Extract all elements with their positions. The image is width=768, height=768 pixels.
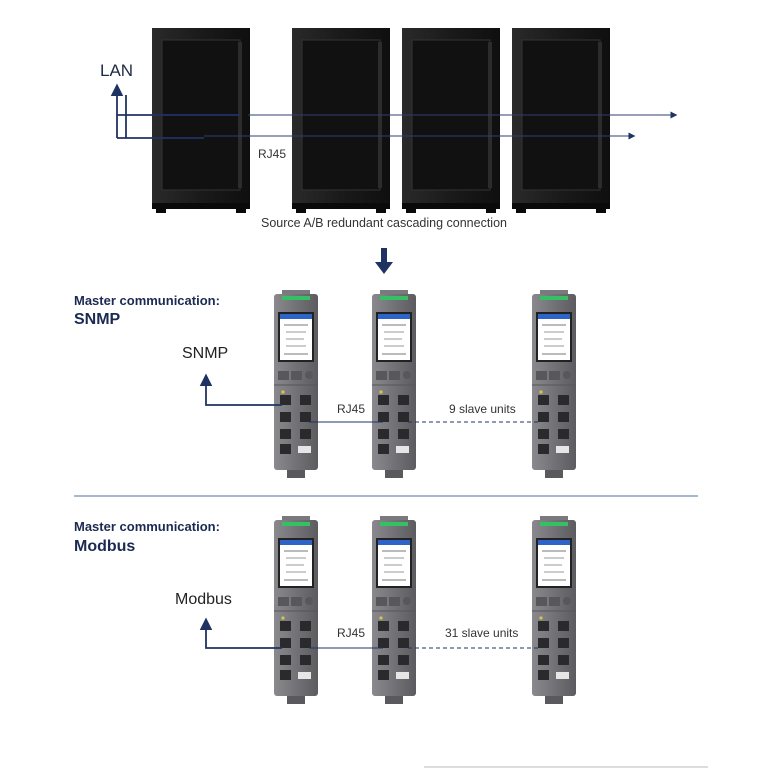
modbus-side-label: Modbus [175, 591, 232, 608]
cascade-line-a [204, 111, 678, 140]
server-rack [511, 27, 611, 214]
server-rack [291, 27, 391, 214]
power-module [273, 515, 319, 705]
slave-units-label: 9 slave units [449, 402, 516, 416]
rj45-label: RJ45 [258, 147, 287, 161]
rj45-label: RJ45 [337, 626, 366, 640]
module-row-modbus [273, 515, 577, 705]
master-communication-label: Master communication: [74, 293, 220, 308]
module-row-snmp [273, 289, 577, 479]
power-module [371, 515, 417, 705]
server-rack-group [151, 27, 611, 214]
snmp-side-label: SNMP [182, 345, 229, 362]
rj45-label: RJ45 [337, 402, 366, 416]
protocol-title-modbus: Modbus [74, 538, 136, 555]
power-module [531, 515, 577, 705]
modbus-connection [199, 617, 541, 649]
server-rack [401, 27, 501, 214]
snmp-connection [199, 373, 541, 423]
down-arrow-icon [375, 248, 393, 274]
lan-connection-arrows [110, 83, 240, 139]
power-module [531, 289, 577, 479]
power-module [371, 289, 417, 479]
slave-units-label: 31 slave units [445, 626, 519, 640]
diagram-caption: Source A/B redundant cascading connectio… [260, 216, 507, 230]
lan-label: LAN [100, 61, 134, 80]
power-module [273, 289, 319, 479]
protocol-title-snmp: SNMP [74, 311, 121, 328]
server-rack [151, 27, 251, 214]
master-communication-label: Master communication: [74, 519, 220, 534]
